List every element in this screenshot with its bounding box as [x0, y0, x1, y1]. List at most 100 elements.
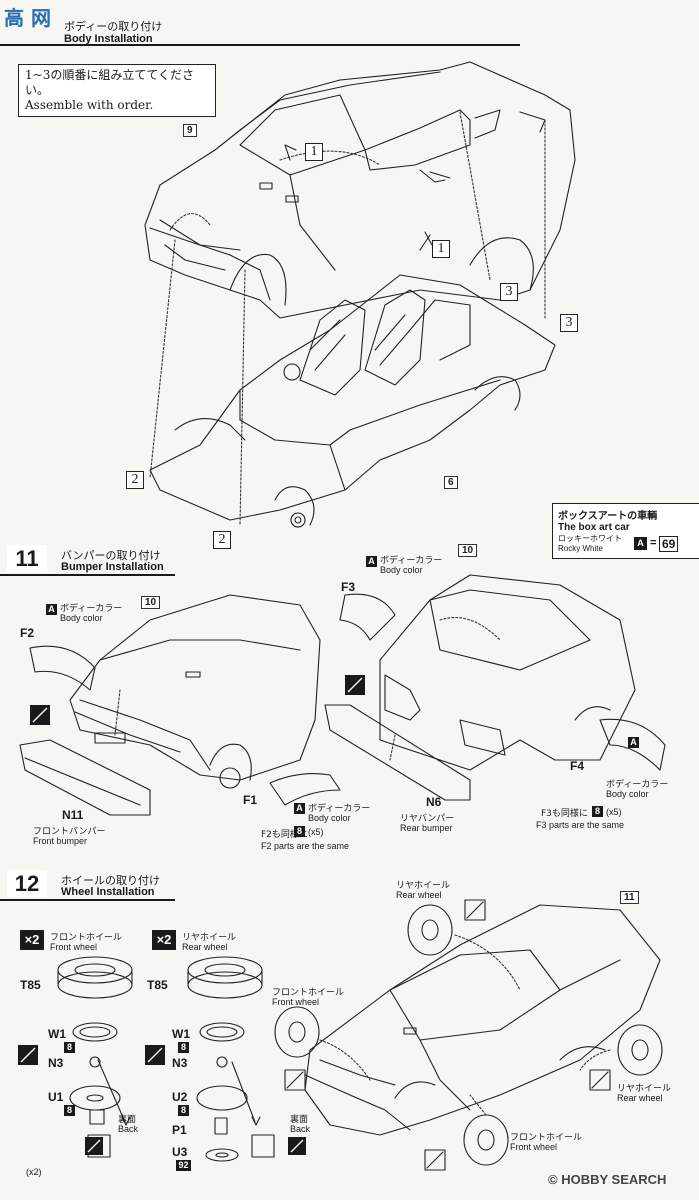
part-p1: P1 — [172, 1123, 187, 1137]
boxart-color-en: Rocky White — [558, 544, 603, 553]
watermark-text: HOBBY SEARCH — [561, 1172, 667, 1187]
assembly-note: 1~3の順番に組み立ててください。 Assemble with order. — [18, 64, 216, 117]
rear-car-bumper — [324, 574, 666, 801]
car-rear-wheel-jp-right: リヤホイール — [617, 1084, 672, 1094]
part-u1: U1 — [48, 1090, 64, 1104]
boxart-paint-letter: A — [634, 537, 647, 550]
f4-note-jp: F3も同様に — [541, 809, 588, 819]
part-f3: F3 — [341, 580, 356, 594]
car-front-wheel-jp-bottom: フロントホイール — [510, 1133, 583, 1143]
paint-a-f2: A — [46, 604, 57, 615]
color-en-f4: Body color — [606, 789, 649, 799]
order-mark-2a: 2 — [126, 471, 144, 489]
car-body-shell — [144, 61, 576, 319]
box-art-info: ボックスアートの車輌 The box art car ロッキーホワイト Rock… — [552, 503, 699, 559]
front-car-bumper — [19, 594, 341, 816]
back-en-rear: Back — [290, 1124, 311, 1134]
color-jp-f3: ボディーカラー — [380, 556, 443, 566]
step12-title-en: Wheel Installation — [61, 886, 155, 898]
step11-rule — [0, 574, 175, 576]
paint-a-f4: A — [628, 737, 639, 748]
n11-jp: フロントバンパー — [33, 827, 106, 837]
paint-8-w1-rear: 8 — [178, 1042, 189, 1053]
callout-part-10-front: 10 — [141, 596, 161, 609]
n11-en: Front bumper — [33, 836, 88, 846]
order-mark-1a: 1 — [305, 143, 323, 161]
watermark-logo: 高 网 — [4, 6, 51, 30]
car-rear-wheel-en-right: Rear wheel — [617, 1093, 663, 1103]
rear-qty-x2: ×2 — [152, 930, 176, 950]
watermark-hobbysearch: © HOBBY SEARCH — [548, 1172, 666, 1187]
color-en-f3: Body color — [380, 565, 423, 575]
part-n11: N11 — [62, 808, 84, 822]
part-f4: F4 — [570, 759, 585, 773]
cement-icons — [18, 675, 365, 1155]
paint-8-u2: 8 — [178, 1105, 189, 1116]
f4-x5: (x5) — [606, 807, 622, 817]
step12-title-jp: ホイールの取り付け — [61, 874, 160, 887]
color-jp-f4: ボディーカラー — [606, 780, 669, 790]
note-en: Assemble with order. — [25, 98, 154, 112]
boxart-title-jp: ボックスアートの車輌 — [558, 511, 658, 522]
part-f2: F2 — [20, 626, 35, 640]
part-w1-front: W1 — [48, 1027, 66, 1041]
boxart-title-en: The box art car — [558, 522, 630, 533]
car-front-wheel-jp-left: フロントホイール — [272, 988, 345, 998]
part-n3-rear: N3 — [172, 1056, 188, 1070]
step12-number: 12 — [7, 870, 47, 897]
step11-title-jp: バンパーの取り付け — [61, 549, 161, 562]
part-n3-front: N3 — [48, 1056, 64, 1070]
paint-a-f1: A — [294, 803, 305, 814]
n6-en: Rear bumper — [400, 823, 453, 833]
callout-part-11: 11 — [620, 891, 639, 904]
note-jp: 1~3の順番に組み立ててください。 — [25, 68, 194, 97]
n6-jp: リヤバンパー — [400, 814, 455, 824]
color-jp-f1: ボディーカラー — [308, 804, 371, 814]
part-t85-front: T85 — [20, 978, 41, 992]
guide-lines — [149, 111, 546, 526]
front-qty-x2: ×2 — [20, 930, 44, 950]
part-u2: U2 — [172, 1090, 188, 1104]
order-mark-2b: 2 — [213, 531, 231, 549]
front-wheel-jp: フロントホイール — [50, 933, 123, 943]
color-jp-f2: ボディーカラー — [60, 604, 123, 614]
part-w1-rear: W1 — [172, 1027, 190, 1041]
callout-part-9: 9 — [183, 124, 197, 137]
boxart-color-jp: ロッキーホワイト — [558, 534, 622, 543]
rear-wheel-jp: リヤホイール — [182, 933, 237, 943]
front-wheel-en: Front wheel — [50, 942, 98, 952]
f4-note-en: F3 parts are the same — [536, 820, 625, 830]
arrow-down-mark — [419, 231, 433, 251]
count-x2: (x2) — [26, 1167, 42, 1177]
paint-92-u3: 92 — [176, 1160, 191, 1171]
order-mark-3b: 3 — [560, 314, 578, 332]
back-jp-rear: 裏面 — [290, 1115, 309, 1125]
part-f1: F1 — [243, 793, 258, 807]
order-mark-3a: 3 — [500, 283, 518, 301]
part-u3: U3 — [172, 1145, 188, 1159]
step11-number: 11 — [7, 545, 47, 572]
count-8-f4: 8 — [592, 806, 603, 817]
car-with-wheels — [274, 904, 663, 1166]
boxart-paint-code: 69 — [659, 536, 679, 552]
car-front-wheel-en-left: Front wheel — [272, 997, 320, 1007]
front-wheel-stack — [57, 956, 133, 1126]
f1-x5: (x5) — [308, 827, 324, 837]
part-t85-rear: T85 — [147, 978, 168, 992]
color-en-f2: Body color — [60, 613, 103, 623]
back-en-front: Back — [118, 1124, 139, 1134]
rear-wheel-stack — [187, 956, 263, 1162]
step10-title-en: Body Installation — [64, 33, 153, 45]
paint-8-w1-front: 8 — [64, 1042, 75, 1053]
part-n6: N6 — [426, 795, 442, 809]
count-8-f1: 8 — [294, 826, 305, 837]
paint-8-u1: 8 — [64, 1105, 75, 1116]
step10-title-jp: ボディーの取り付け — [64, 20, 163, 33]
f1-note-jp: F2も同様に — [261, 830, 308, 840]
back-jp-front: 裏面 — [118, 1115, 137, 1125]
f1-note-en: F2 parts are the same — [261, 841, 350, 851]
car-rear-wheel-en-top: Rear wheel — [396, 890, 442, 900]
order-mark-1b: 1 — [432, 240, 450, 258]
callout-part-6: 6 — [444, 476, 458, 489]
